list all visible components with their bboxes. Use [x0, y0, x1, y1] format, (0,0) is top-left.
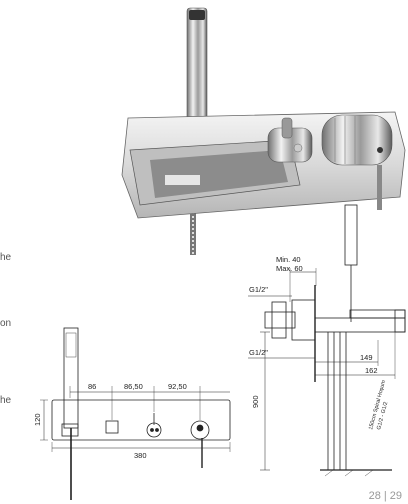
- front-view-drawing: [40, 327, 231, 500]
- dim-120: 120: [33, 413, 42, 426]
- page-separator: |: [383, 490, 387, 502]
- product-photo: [121, 7, 406, 255]
- max-label: Max. 60: [276, 264, 303, 273]
- page-number-left: 28: [368, 490, 381, 502]
- page-numbers: 28|29: [369, 490, 402, 502]
- dim-149: 149: [360, 353, 373, 362]
- dim-900: 900: [251, 395, 260, 408]
- page-number-right: 29: [389, 490, 402, 502]
- dim-380: 380: [134, 451, 147, 460]
- dim-86: 86: [88, 382, 96, 391]
- thread-bottom-label: G1/2": [249, 348, 268, 357]
- dim-162: 162: [365, 366, 378, 375]
- dim-86-50: 86,50: [124, 382, 143, 391]
- margin-text-1: he: [0, 252, 12, 263]
- thread-top-label: G1/2": [249, 285, 268, 294]
- dim-92-50: 92,50: [168, 382, 187, 391]
- margin-text-2: on: [0, 318, 12, 329]
- min-label: Min. 40: [276, 255, 301, 264]
- margin-text-3: he: [0, 395, 12, 406]
- side-section-drawing: [248, 204, 406, 477]
